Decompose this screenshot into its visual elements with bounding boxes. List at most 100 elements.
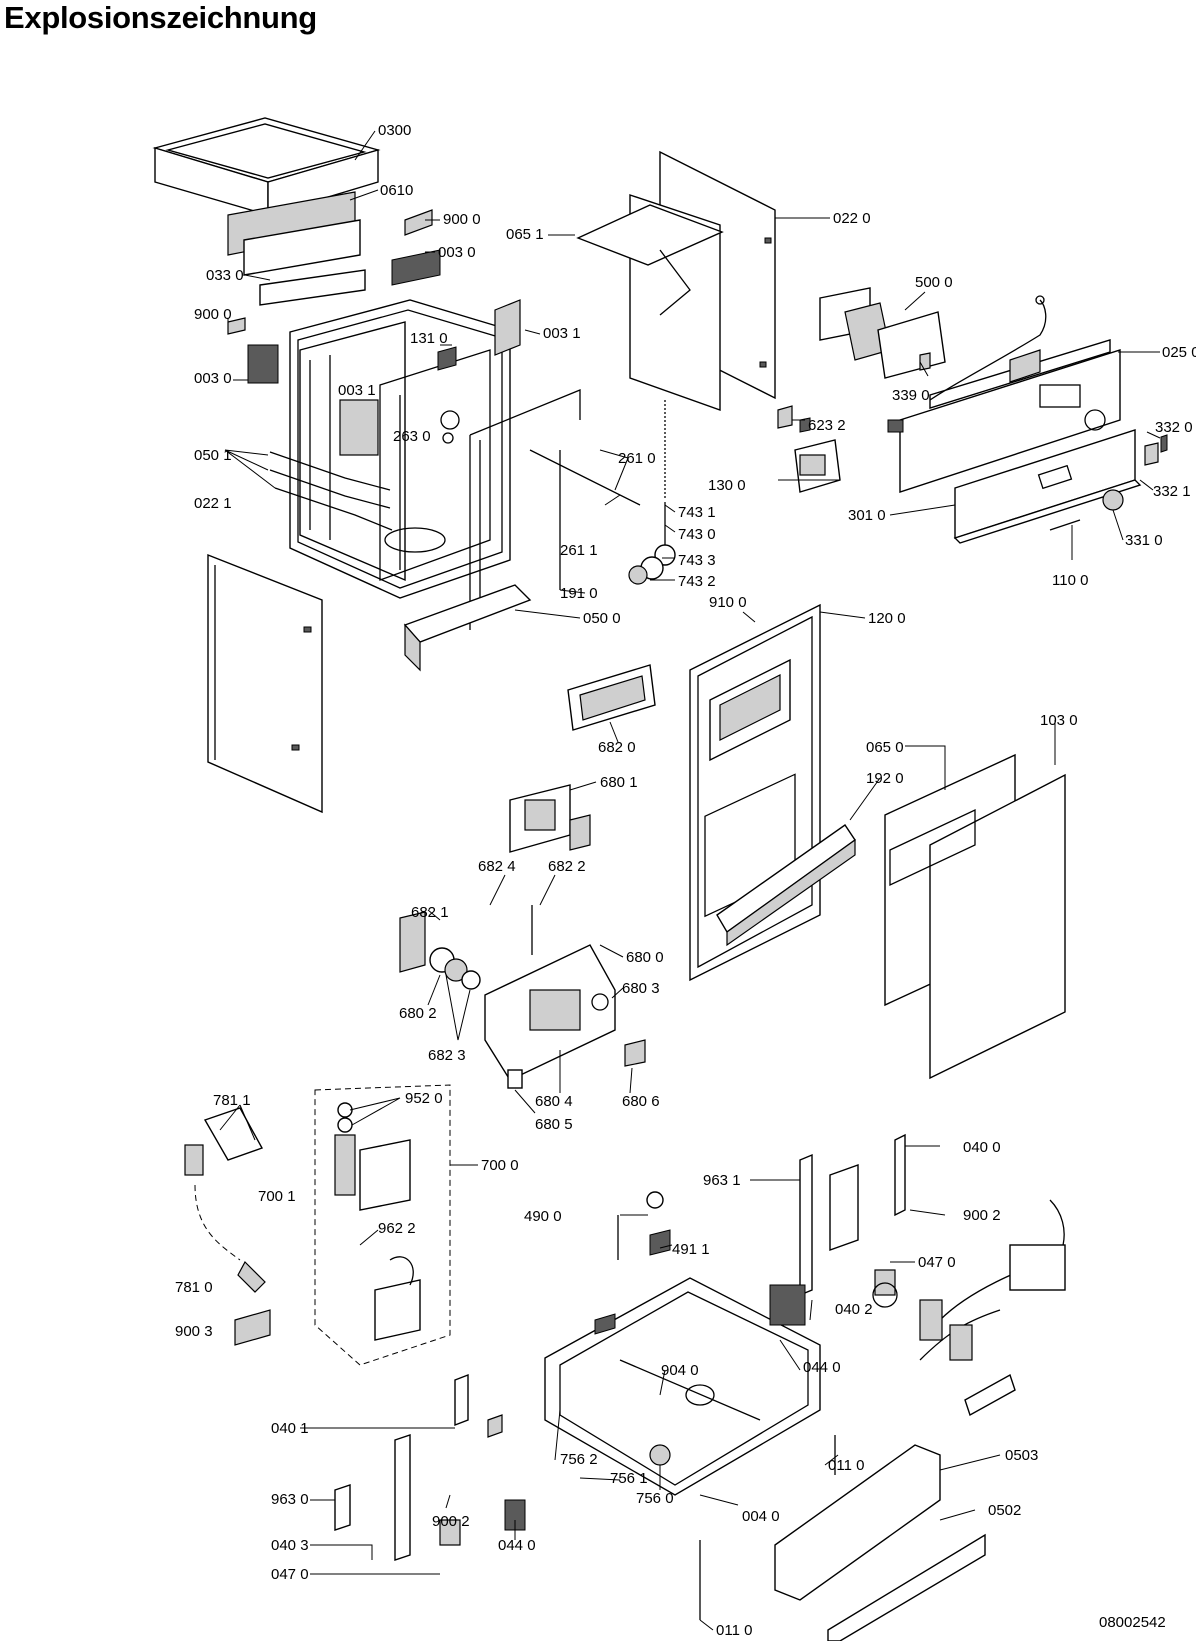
label-3320: 332 0 (1155, 419, 1193, 436)
label-0400: 040 0 (963, 1139, 1001, 1156)
label-0401: 040 1 (271, 1420, 309, 1437)
label-9040: 904 0 (661, 1362, 699, 1379)
label-6823: 682 3 (428, 1047, 466, 1064)
label-3010: 301 0 (848, 507, 886, 524)
callout-labels: 0300 0610 900 0 003 0 033 0 900 0 003 0 … (175, 122, 1196, 1639)
label-0470: 047 0 (271, 1566, 309, 1583)
label-7560: 756 0 (636, 1490, 674, 1507)
label-7433: 743 3 (678, 552, 716, 569)
label-6821: 682 1 (411, 904, 449, 921)
tub-base-rail-side (404, 623, 421, 672)
label-2610: 261 0 (618, 450, 656, 467)
label-0402: 040 2 (835, 1301, 873, 1318)
label-1920: 192 0 (866, 770, 904, 787)
base-frame (544, 1277, 821, 1496)
label-7432: 743 2 (678, 573, 716, 590)
label-0330: 033 0 (206, 267, 244, 284)
label-9000: 900 0 (443, 211, 481, 228)
label-6801: 680 1 (600, 774, 638, 791)
rear-wall (576, 150, 776, 411)
label-6804: 680 4 (535, 1093, 573, 1110)
label-0610: 0610 (380, 182, 413, 199)
side-wall-left (207, 553, 323, 814)
control-panel (887, 295, 1121, 493)
label-1200: 120 0 (868, 610, 906, 627)
label-5000: 500 0 (915, 274, 953, 291)
label-1310: 131 0 (410, 330, 448, 347)
tub-assembly (289, 299, 511, 599)
label-1100: 110 0 (1052, 572, 1088, 589)
label-6802: 680 2 (399, 1005, 437, 1022)
label-0110: 011 0 (828, 1457, 864, 1474)
label-0503: 0503 (1005, 1447, 1038, 1464)
label-0030: 003 0 (438, 244, 476, 261)
fascia-panel (953, 429, 1142, 544)
label-0502: 0502 (988, 1502, 1021, 1519)
label-9002: 900 2 (963, 1207, 1001, 1224)
label-7431: 743 1 (678, 504, 716, 521)
label-0040: 004 0 (742, 1508, 780, 1525)
label-6803: 680 3 (622, 980, 660, 997)
water-inlet-parts (529, 400, 676, 590)
label-0300: 0300 (378, 122, 411, 139)
page-title: Explosionszeichnung (4, 0, 317, 35)
control-module (819, 287, 946, 379)
dispenser-seal (567, 664, 656, 731)
label-7430: 743 0 (678, 526, 716, 543)
hoses (184, 1107, 271, 1346)
label-0651: 065 1 (506, 226, 544, 243)
label-1030: 103 0 (1040, 712, 1078, 729)
label-7562: 756 2 (560, 1451, 598, 1468)
label-0221: 022 1 (194, 495, 232, 512)
label-0501: 050 1 (194, 447, 232, 464)
door-lock (777, 405, 841, 493)
wiring-harness (919, 1199, 1066, 1417)
label-9000: 900 0 (194, 306, 232, 323)
label-7001: 700 1 (258, 1188, 296, 1205)
label-0110: 011 0 (716, 1622, 752, 1639)
label-6805: 680 5 (535, 1116, 573, 1133)
door-seal (716, 824, 856, 947)
switch-part (1144, 442, 1159, 466)
label-1910: 191 0 (560, 585, 598, 602)
label-6232: 623 2 (808, 417, 846, 434)
label-0650: 065 0 (866, 739, 904, 756)
label-0220: 022 0 (833, 210, 871, 227)
circulation-pipes (269, 389, 581, 630)
label-0470: 047 0 (918, 1254, 956, 1271)
label-6822: 682 2 (548, 858, 586, 875)
label-0031: 003 1 (338, 382, 376, 399)
detergent-dispenser (399, 784, 646, 1089)
label-2611: 261 1 (560, 542, 598, 559)
label-2630: 263 0 (393, 428, 431, 445)
leader-lines (219, 130, 1161, 1631)
water-softener (314, 1084, 451, 1366)
kick-plate (774, 1444, 986, 1641)
label-7561: 756 1 (610, 1470, 648, 1487)
label-0031: 003 1 (543, 325, 581, 342)
tub-base-rail (403, 584, 532, 643)
label-4900: 490 0 (524, 1208, 562, 1225)
label-9631: 963 1 (703, 1172, 741, 1189)
label-9002: 900 2 (432, 1513, 470, 1530)
label-0030: 003 0 (194, 370, 232, 387)
label-0440: 044 0 (803, 1359, 841, 1376)
label-9630: 963 0 (271, 1491, 309, 1508)
misc-small-parts (617, 1191, 898, 1620)
label-4911: 491 1 (672, 1241, 710, 1258)
label-1300: 130 0 (708, 477, 746, 494)
document-number: 08002542 (1099, 1614, 1166, 1631)
label-7000: 700 0 (481, 1157, 519, 1174)
label-3390: 339 0 (892, 387, 930, 404)
label-0250: 025 0 (1162, 344, 1196, 361)
label-3310: 331 0 (1125, 532, 1163, 549)
mounting-brackets (334, 1133, 906, 1561)
top-small-parts (227, 209, 521, 384)
label-6800: 680 0 (626, 949, 664, 966)
label-0500: 050 0 (583, 610, 621, 627)
label-0440: 044 0 (498, 1537, 536, 1554)
label-7810: 781 0 (175, 1279, 213, 1296)
switch-lever (1160, 434, 1168, 453)
label-9003: 900 3 (175, 1323, 213, 1340)
